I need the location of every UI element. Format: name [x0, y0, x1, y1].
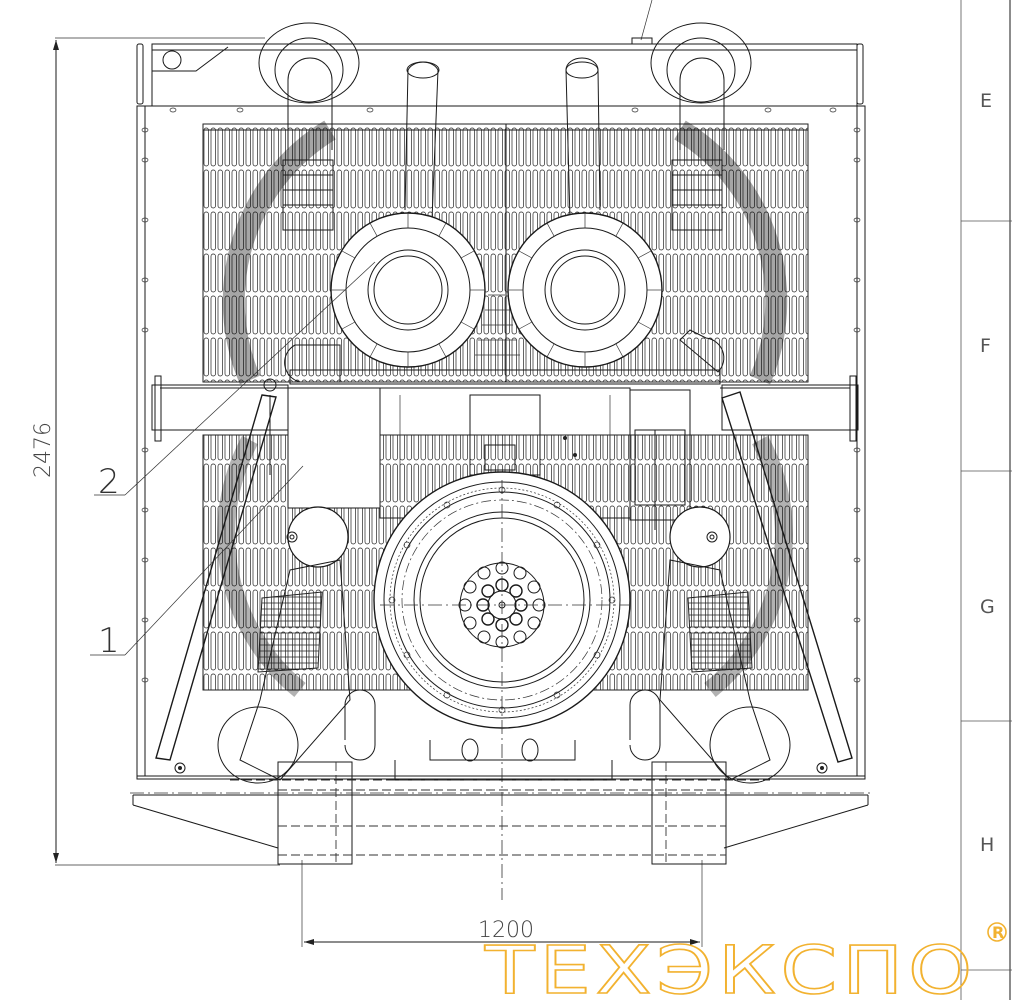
height-dimension: 2476: [31, 37, 280, 866]
zone-label-g: G: [980, 596, 995, 618]
upper-coolant-pipes: [258, 22, 752, 231]
watermark: ТЕХЭКСПО R: [483, 922, 1007, 1000]
width-dimension-value: 1200: [478, 918, 534, 943]
callout-2: 2: [94, 261, 376, 502]
zone-label-f: F: [980, 335, 991, 357]
callout-2-label: 2: [98, 462, 120, 502]
support-beams: [151, 375, 859, 442]
exhaust-bellows: [217, 559, 791, 784]
watermark-text: ТЕХЭКСПО: [484, 932, 977, 1000]
registered-mark: R: [992, 923, 1004, 942]
zone-column: E F G H: [960, 0, 1012, 1000]
height-dimension-value: 2476: [31, 422, 56, 478]
turbochargers: [286, 506, 731, 568]
flywheel-housing: [373, 471, 631, 900]
air-filters: [284, 212, 725, 385]
callout-1-label: 1: [98, 621, 120, 661]
engine-block: [287, 387, 691, 530]
width-dimension: 1200: [301, 860, 703, 947]
zone-label-h: H: [980, 834, 994, 856]
top-tank: [136, 43, 864, 107]
callout-1: 1: [90, 465, 304, 661]
zone-label-e: E: [980, 90, 992, 112]
base-frame: [130, 761, 870, 865]
diagonal-braces: [155, 378, 853, 763]
